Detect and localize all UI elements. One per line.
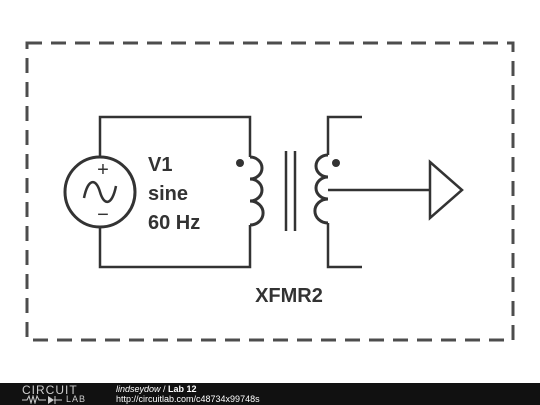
- footer-bar: CIRCUIT LAB lindseydow / Lab 12 http://c…: [0, 383, 540, 405]
- secondary-bottom-wire: [326, 223, 362, 269]
- transformer-icon: [236, 151, 340, 231]
- primary-polarity-dot: [236, 159, 244, 167]
- footer-user-link[interactable]: lindseydow: [116, 384, 161, 394]
- circuitlab-logo[interactable]: CIRCUIT LAB: [22, 384, 102, 404]
- source-plus-symbol: +: [97, 159, 109, 181]
- schematic-diagram: + − V1 sine 60 Hz XFMR2: [25, 41, 515, 342]
- source-frequency-label: 60 Hz: [148, 212, 200, 234]
- brand-circuit-text: CIRCUIT: [22, 383, 78, 397]
- source-minus-symbol: −: [97, 204, 109, 226]
- source-type-label: sine: [148, 183, 188, 205]
- transformer-name-label: XFMR2: [255, 285, 323, 307]
- dashed-boundary-box: [25, 41, 515, 342]
- brand-lab-text: LAB: [66, 394, 87, 404]
- footer-separator: /: [160, 384, 169, 394]
- footer-circuit-title: Lab 12: [168, 384, 197, 394]
- output-arrow-icon: [428, 159, 464, 221]
- brand-lab-row: LAB: [22, 394, 102, 404]
- secondary-top-wire: [326, 115, 362, 155]
- sine-voltage-source-icon: [63, 155, 137, 229]
- secondary-polarity-dot: [332, 159, 340, 167]
- source-name-label: V1: [148, 154, 172, 176]
- primary-bottom-wire: [98, 225, 252, 269]
- primary-top-wire: [98, 115, 252, 157]
- footer-url-link[interactable]: http://circuitlab.com/c48734x99748s: [116, 394, 260, 404]
- footer-title-line: lindseydow / Lab 12: [116, 384, 197, 394]
- brand-waveform-icon: [22, 395, 62, 404]
